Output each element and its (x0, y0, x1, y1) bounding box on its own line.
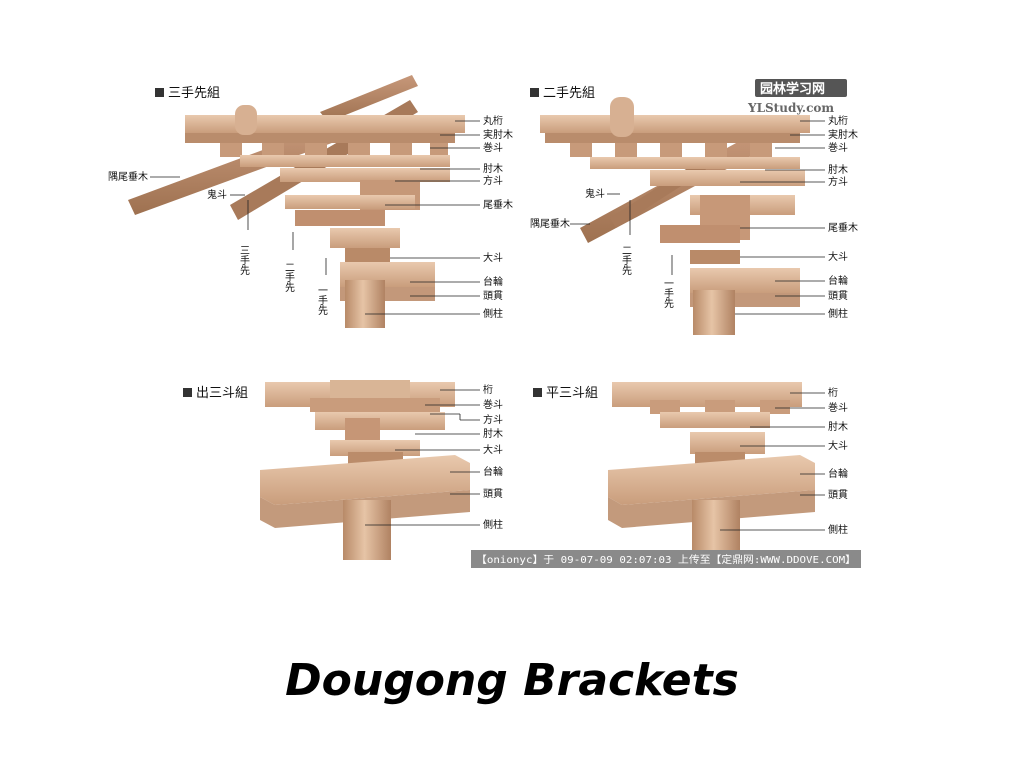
label-masuto: 方斗 (483, 413, 503, 426)
caption-title: Dougong Brackets (285, 655, 739, 706)
vlabel-2: 二手先 (283, 262, 295, 293)
label-leaders (570, 120, 825, 315)
label-toukan: 頭貫 (483, 488, 503, 500)
label-onito: 鬼斗 (207, 188, 227, 201)
label-hijiki: 肘木 (828, 420, 848, 433)
label-dairin: 台輪 (828, 467, 848, 480)
label-makito: 巻斗 (828, 142, 848, 154)
vlabel-2: 二手先 (620, 245, 632, 276)
label-toukan: 頭貫 (828, 489, 848, 501)
vlabel-1: 一手先 (662, 278, 674, 309)
label-toukan: 頭貫 (483, 290, 503, 302)
label-gawabashira: 側柱 (828, 307, 848, 320)
label-gawabashira: 側柱 (483, 307, 503, 320)
label-hijiki: 肘木 (483, 427, 503, 440)
title-marker-icon (155, 88, 164, 97)
label-onito: 鬼斗 (585, 187, 605, 200)
vlabel-3: 三手先 (238, 245, 250, 276)
label-dairin: 台輪 (483, 465, 503, 478)
title-marker-icon (533, 388, 542, 397)
panel-title: 二手先組 (543, 86, 595, 101)
panel-projecting-three-block: 出三斗組 桁 巻斗 方斗 肘木 大 (183, 380, 503, 560)
label-jitsuhijiki: 実肘木 (828, 128, 858, 141)
panel-title: 三手先組 (168, 86, 220, 101)
label-odaruki: 尾垂木 (483, 199, 513, 211)
svg-text:园林学习网: 园林学习网 (760, 81, 825, 97)
label-jitsuhijiki: 実肘木 (483, 128, 513, 141)
svg-text:【onionyc】于 09-07-09 02:07:03 上: 【onionyc】于 09-07-09 02:07:03 上传至【定鼎网:WWW… (476, 553, 856, 566)
vlabel-1: 一手先 (316, 285, 328, 316)
label-leaders (150, 120, 480, 315)
label-daito: 大斗 (483, 251, 503, 264)
label-keta: 桁 (483, 383, 493, 396)
label-kakushi: 隅尾垂木 (108, 171, 148, 183)
label-masuto: 方斗 (483, 174, 503, 187)
bracket-drawing (128, 75, 465, 328)
bracket-drawing (540, 97, 810, 335)
panel-flat-three-block: 平三斗組 桁 巻斗 肘木 大斗 台輪 頭貫 (533, 382, 848, 560)
label-leaders (720, 392, 825, 531)
svg-text:YLStudy.com: YLStudy.com (747, 101, 834, 115)
watermark: 园林学习网 YLStudy.com (747, 79, 847, 115)
label-marugeta: 丸桁 (828, 114, 848, 127)
label-odaruki: 尾垂木 (828, 222, 858, 234)
upload-stamp: 【onionyc】于 09-07-09 02:07:03 上传至【定鼎网:WWW… (471, 550, 861, 568)
label-makito: 巻斗 (483, 142, 503, 154)
label-hijiki: 肘木 (483, 162, 503, 175)
label-gawabashira: 側柱 (828, 523, 848, 536)
bracket-drawing (260, 380, 470, 560)
panel-title: 平三斗組 (546, 386, 598, 401)
label-marugeta: 丸桁 (483, 114, 503, 127)
title-marker-icon (183, 388, 192, 397)
label-toukan: 頭貫 (828, 290, 848, 302)
label-daito: 大斗 (828, 250, 848, 263)
label-gawabashira: 側柱 (483, 518, 503, 531)
label-dairin: 台輪 (828, 274, 848, 287)
panel-two-step: 二手先組 园林学习网 YLStudy.com (530, 79, 858, 335)
label-keta: 桁 (828, 386, 838, 399)
title-marker-icon (530, 88, 539, 97)
label-makito: 巻斗 (483, 399, 503, 411)
label-makito: 巻斗 (828, 402, 848, 414)
label-daito: 大斗 (483, 443, 503, 456)
bracket-drawing (608, 382, 815, 560)
label-hijiki: 肘木 (828, 163, 848, 176)
label-masuto: 方斗 (828, 175, 848, 188)
panel-title: 出三斗組 (196, 386, 248, 401)
label-leaders (365, 389, 480, 526)
label-kakushi: 隅尾垂木 (530, 218, 570, 230)
label-dairin: 台輪 (483, 275, 503, 288)
panel-three-step: 三手先組 (108, 75, 513, 328)
label-daito: 大斗 (828, 439, 848, 452)
